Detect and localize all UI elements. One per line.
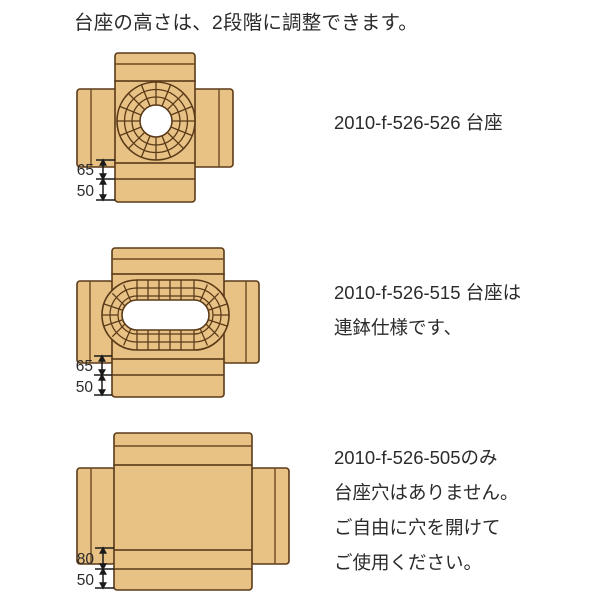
caption-pedestal-515: 2010-f-526-515 台座は 連鉢仕様です、: [334, 275, 521, 345]
caption-pedestal-526: 2010-f-526-526 台座: [334, 105, 503, 140]
dimension-value-lower: 50: [76, 379, 94, 396]
figure-pedestal-515: 65 50: [72, 243, 322, 408]
center-panel-no-hole: [113, 464, 253, 551]
right-flap: [250, 467, 290, 565]
dimension-value-lower: 50: [77, 183, 95, 200]
caption-line: 2010-f-526-526 台座: [334, 112, 503, 133]
oval-slot-hole: [101, 279, 230, 351]
dimension-value-lower: 50: [77, 572, 95, 589]
dimension-value-upper: 65: [77, 162, 94, 179]
top-flap: [114, 52, 196, 85]
caption-pedestal-505: 2010-f-526-505のみ 台座穴はありません。 ご自由に穴を開けて ご使…: [334, 440, 518, 580]
caption-line: 連鉢仕様です、: [334, 317, 463, 338]
dimension-markers: [94, 354, 112, 397]
bottom-flap: [111, 355, 225, 398]
top-flap: [111, 247, 225, 278]
bottom-flap: [113, 547, 253, 591]
left-flap: [76, 467, 116, 565]
pedestal-526-drawing: 65 50: [76, 52, 234, 203]
dimension-markers: [95, 546, 114, 590]
pedestal-505-drawing: 80 50: [76, 432, 290, 591]
dimension-markers: [96, 158, 115, 202]
pedestal-515-drawing: 65 50: [76, 247, 260, 398]
bottom-flap: [114, 159, 196, 203]
caption-line: 2010-f-526-505のみ: [334, 447, 498, 468]
page-title: 台座の高さは、2段階に調整できます。: [74, 12, 418, 34]
caption-line: 2010-f-526-515 台座は: [334, 282, 522, 303]
dimension-value-upper: 65: [76, 358, 93, 375]
dimension-value-upper: 80: [77, 551, 95, 568]
figure-pedestal-526: 65 50: [72, 48, 322, 218]
left-flap: [76, 88, 118, 168]
circular-hole: [116, 81, 196, 161]
caption-line: ご自由に穴を開けて: [334, 517, 501, 538]
caption-line: 台座穴はありません。: [334, 482, 519, 503]
figure-pedestal-505: 80 50: [72, 428, 322, 600]
caption-line: ご使用ください。: [334, 552, 483, 573]
top-flap: [113, 432, 253, 468]
right-flap: [192, 88, 234, 168]
